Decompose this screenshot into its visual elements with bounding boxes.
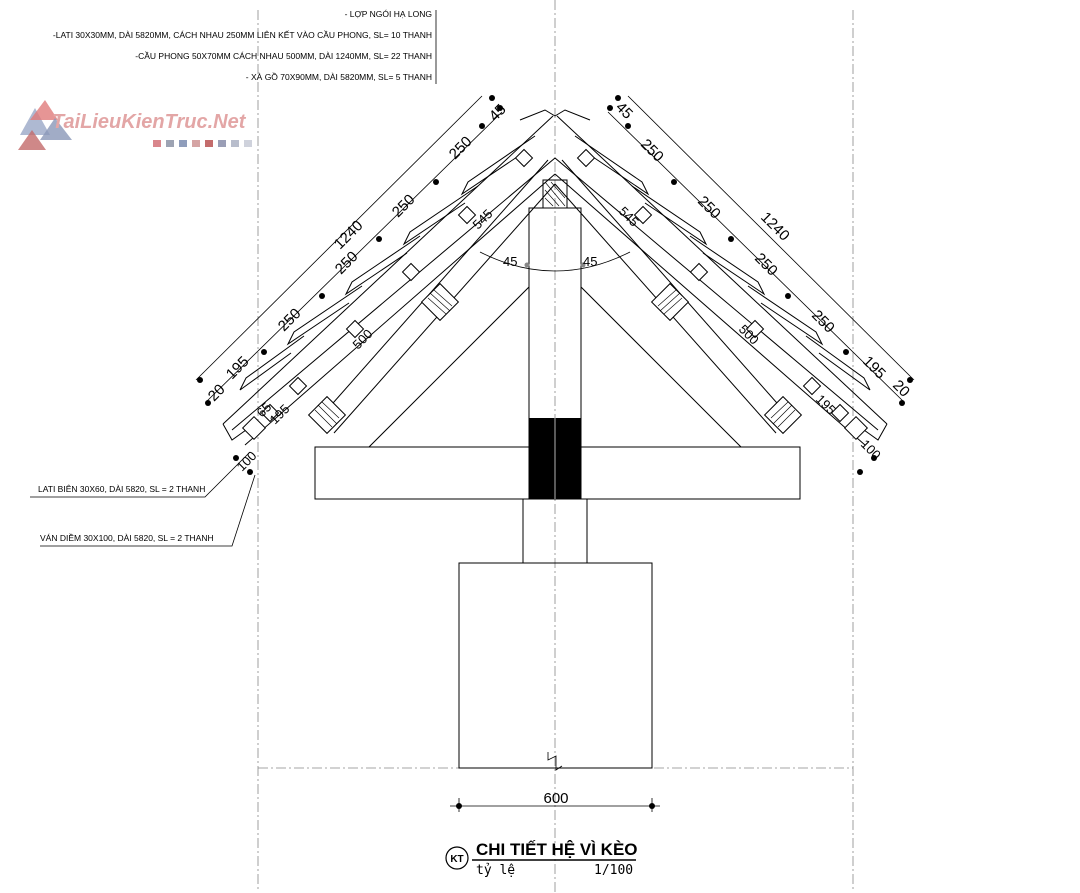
angle-arc bbox=[479, 251, 631, 272]
title-badge-text: KT bbox=[450, 854, 463, 865]
ridge-purlin bbox=[542, 179, 568, 209]
dim-right-250-2: 250 bbox=[694, 193, 724, 223]
left-battens bbox=[241, 148, 534, 441]
dim-right-total: 1240 bbox=[757, 209, 793, 245]
leader-notes: LATI BIÊN 30X60, DÀI 5820, SL = 2 THANH … bbox=[30, 451, 256, 547]
dim-left-545: 545 bbox=[470, 206, 496, 232]
column bbox=[314, 179, 801, 769]
bottom-dimension: 600 bbox=[450, 752, 660, 812]
drawing-title: CHI TIẾT HỆ VÌ KÈO bbox=[476, 840, 638, 859]
note-lati: -LATI 30X30MM, DÀI 5820MM, CÁCH NHAU 250… bbox=[53, 30, 432, 40]
logo-text: TaiLieuKienTruc.Net bbox=[52, 111, 247, 133]
dim-right-250-4: 250 bbox=[808, 307, 838, 337]
note-van-diem: VÁN DIỀM 30X100, DÀI 5820, SL = 2 THANH bbox=[40, 533, 214, 543]
axis-lines bbox=[257, 0, 854, 893]
left-roof-slope bbox=[195, 95, 556, 475]
column-base bbox=[458, 562, 653, 769]
dim-left-195: 195 bbox=[223, 353, 253, 383]
scale-label: tỷ lệ bbox=[476, 863, 515, 878]
material-notes: - LỢP NGÓI HẠ LONG -LATI 30X30MM, DÀI 58… bbox=[53, 9, 437, 84]
note-xa-go: - XÀ GỒ 70X90MM, DÀI 5820MM, SL= 5 THANH bbox=[246, 71, 432, 82]
dim-bottom-600: 600 bbox=[543, 790, 568, 807]
right-roof-slope bbox=[554, 95, 915, 475]
note-lati-bien: LATI BIÊN 30X60, DÀI 5820, SL = 2 THANH bbox=[38, 484, 205, 494]
dim-right-250-3: 250 bbox=[751, 250, 781, 280]
dim-right-250-1: 250 bbox=[637, 136, 667, 166]
note-roof: - LỢP NGÓI HẠ LONG bbox=[345, 9, 432, 19]
left-dimension-labels: 1240 45 250 250 250 250 195 20 100 545 5… bbox=[205, 101, 518, 474]
left-dim-ticks bbox=[197, 95, 503, 475]
scale-value: 1/100 bbox=[594, 863, 633, 878]
angle-left: 45 bbox=[503, 254, 517, 269]
watermark-logo: TaiLieuKienTruc.Net bbox=[18, 100, 252, 150]
title-block: KT CHI TIẾT HỆ VÌ KÈO tỷ lệ 1/100 bbox=[445, 840, 638, 878]
title-badge bbox=[445, 846, 469, 870]
left-tiles bbox=[239, 135, 536, 391]
dim-left-45: 45 bbox=[486, 101, 510, 125]
dim-left-250-3: 250 bbox=[332, 248, 362, 278]
note-cau-phong: -CẦU PHONG 50X70MM CÁCH NHAU 500MM, DÀI … bbox=[135, 51, 432, 61]
angle-right: 45 bbox=[583, 254, 597, 269]
dim-left-100: 100 bbox=[234, 448, 260, 474]
dim-left-250-1: 250 bbox=[446, 133, 476, 163]
dim-right-100: 100 bbox=[858, 437, 884, 463]
logo-color-swatches bbox=[153, 140, 252, 147]
left-purlins bbox=[307, 282, 460, 435]
right-dimension-labels: 1240 45 250 250 250 250 195 20 100 545 5… bbox=[583, 99, 913, 463]
dim-left-total: 1240 bbox=[331, 217, 367, 253]
dim-left-250-2: 250 bbox=[389, 191, 419, 221]
